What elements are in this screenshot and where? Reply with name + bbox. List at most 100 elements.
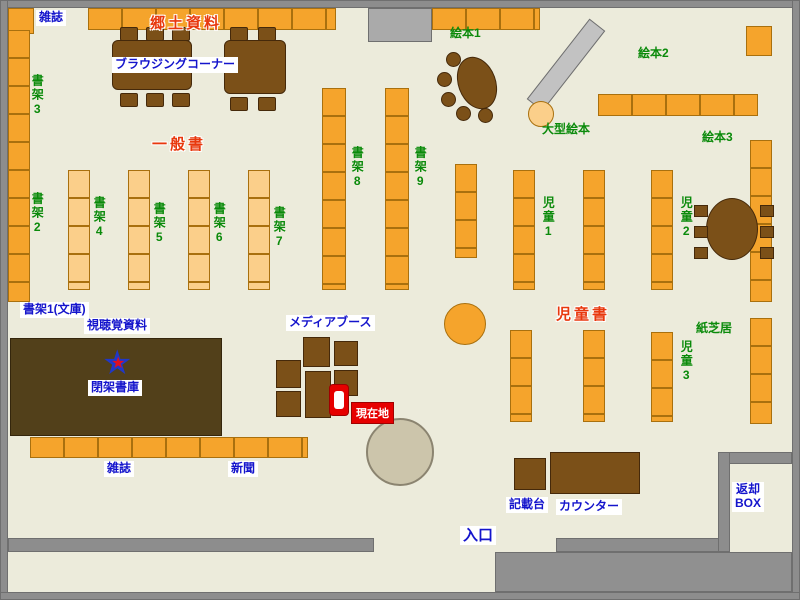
stool <box>437 72 452 87</box>
stool <box>694 226 708 238</box>
media-booth-block <box>303 337 330 367</box>
shelf-5 <box>128 170 150 290</box>
area-label-local-materials: 郷土資料 <box>150 15 223 32</box>
wall-top <box>0 0 800 8</box>
stool <box>760 205 774 217</box>
label-magazines-top: 雑誌 <box>36 10 67 26</box>
chair <box>172 27 190 41</box>
label-shelf-4: 書架4 <box>92 196 107 240</box>
label-shelf-5: 書架5 <box>152 202 167 246</box>
stool <box>446 52 461 67</box>
children-shelf-1b <box>583 170 605 290</box>
stool <box>478 108 493 123</box>
star-icon: ★ ★ <box>102 346 142 386</box>
corner-shelf-top-left <box>8 8 34 34</box>
stool <box>694 205 708 217</box>
structural-pillar-top <box>368 8 432 42</box>
label-closed-stacks: 閉架書庫 <box>88 380 143 396</box>
label-audiovisual: 視聴覚資料 <box>84 318 151 334</box>
label-counter: カウンター <box>556 499 623 515</box>
pillar <box>366 418 434 486</box>
ehon2-shelf <box>598 94 758 116</box>
media-booth-block <box>305 371 331 418</box>
label-ehon3: 絵本3 <box>702 130 733 144</box>
round-seat <box>444 303 486 345</box>
top-wall-shelf-ehon1 <box>432 8 540 30</box>
left-wall-shelf-2-3 <box>8 30 30 302</box>
stool <box>694 247 708 259</box>
label-shelf-9: 書架9 <box>413 146 428 190</box>
wall-right <box>792 0 800 600</box>
label-magazines-bottom: 雑誌 <box>104 461 135 477</box>
chair <box>258 27 276 41</box>
children-shelf-lower-b <box>583 330 605 422</box>
label-shelf-6: 書架6 <box>212 202 227 246</box>
label-entrance: 入口 <box>460 526 497 546</box>
area-label-children-books: 児童書 <box>556 306 611 323</box>
shelf-9 <box>385 88 409 290</box>
label-shelf-2: 書架2 <box>30 192 45 236</box>
star-inner: ★ <box>111 355 126 372</box>
children-shelf-3 <box>651 332 673 422</box>
kamishibai-right-wall-shelf <box>750 318 772 424</box>
magazine-newspaper-shelf <box>30 437 308 458</box>
label-large-picture-books: 大型絵本 <box>542 122 591 136</box>
current-location-badge: 現在地 <box>351 402 394 424</box>
stool <box>760 226 774 238</box>
shelf-7 <box>248 170 270 290</box>
media-booth-block <box>276 391 301 417</box>
stool <box>456 106 471 121</box>
children-shelf-1a <box>513 170 535 290</box>
shelf-4 <box>68 170 90 290</box>
children-oval-table <box>706 198 758 260</box>
star-outer: ★ <box>102 344 133 382</box>
label-writing-desk: 記載台 <box>506 497 549 513</box>
label-shelf-1-bunko: 書架1(文庫) <box>20 302 89 318</box>
label-shelf-7: 書架7 <box>272 206 287 250</box>
stairway-diagonal <box>526 18 606 112</box>
children-shelf-lower-a <box>510 330 532 422</box>
label-newspapers: 新聞 <box>228 461 259 477</box>
children-shelf-2 <box>651 170 673 290</box>
label-browsing-corner: ブラウジングコーナー <box>112 57 239 73</box>
wall-bottom-west <box>8 538 374 552</box>
area-label-general-books: 一般書 <box>152 136 207 153</box>
shelf-8 <box>322 88 346 290</box>
label-shelf-3: 書架3 <box>30 74 45 118</box>
label-ehon2: 絵本2 <box>638 46 669 60</box>
label-return-box-line2: BOX <box>735 495 762 510</box>
wall-left <box>0 0 8 600</box>
label-children-2: 児童2 <box>679 196 694 240</box>
counter-desk <box>550 452 640 494</box>
media-booth-block <box>276 360 301 388</box>
shelf-6 <box>188 170 210 290</box>
chair <box>172 93 190 107</box>
current-location-marker <box>329 384 349 416</box>
return-box-nook-wall-left <box>718 452 730 552</box>
label-children-1: 児童1 <box>541 196 556 240</box>
chair <box>120 93 138 107</box>
chair <box>258 97 276 111</box>
center-small-shelf <box>455 164 477 258</box>
label-shelf-8: 書架8 <box>350 146 365 190</box>
label-kamishibai: 紙芝居 <box>696 321 733 335</box>
stool <box>760 247 774 259</box>
top-wall-shelf-local-materials <box>88 8 336 30</box>
current-location-marker-inner <box>334 391 344 409</box>
chair <box>146 27 164 41</box>
outside-area <box>495 552 792 592</box>
large-picture-book-stand <box>528 101 554 127</box>
writing-desk <box>514 458 546 490</box>
chair <box>230 27 248 41</box>
chair <box>230 97 248 111</box>
label-media-booth: メディアブース <box>286 315 375 331</box>
wall-bottom-outer <box>0 592 800 600</box>
stool <box>441 92 456 107</box>
corner-shelf-top-right <box>746 26 772 56</box>
chair <box>120 27 138 41</box>
media-booth-block <box>334 341 358 366</box>
wall-bottom-east <box>556 538 720 552</box>
label-ehon1: 絵本1 <box>450 26 481 40</box>
chair <box>146 93 164 107</box>
